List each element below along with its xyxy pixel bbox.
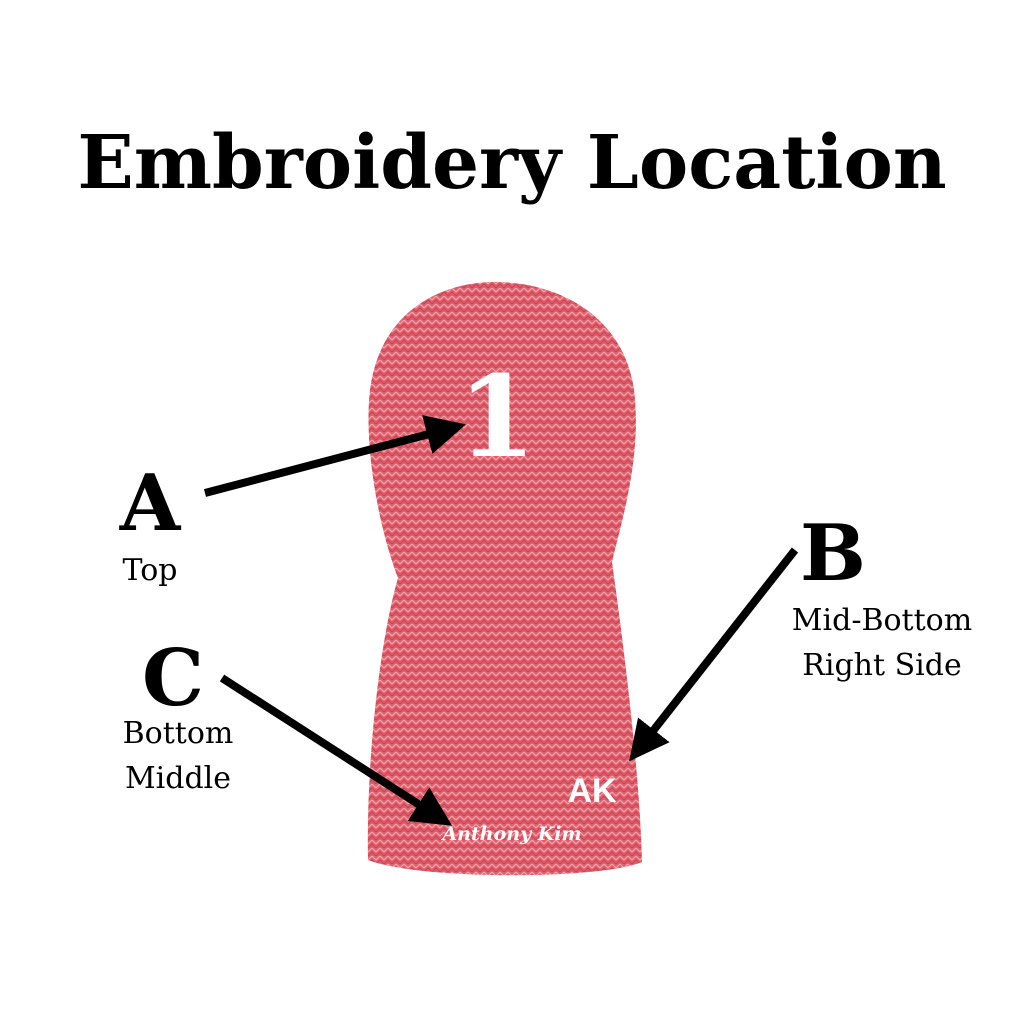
headcover: 1 AK Anthony Kim (367, 282, 642, 876)
label-a-description: Top (123, 553, 178, 588)
label-a: A Top (119, 458, 182, 588)
label-c: C Bottom Middle (123, 633, 234, 796)
label-c-description-line1: Bottom (123, 716, 234, 751)
arrow-a (203, 415, 466, 497)
arrow-c (219, 674, 453, 826)
label-b-letter: B (800, 508, 866, 599)
embroidery-initials: AK (567, 772, 617, 810)
embroidery-name: Anthony Kim (440, 823, 581, 845)
arrow-b (629, 547, 799, 762)
label-b: B Mid-Bottom Right Side (792, 508, 972, 683)
label-a-letter: A (119, 458, 182, 549)
label-b-description-line2: Right Side (802, 648, 961, 683)
page-title: Embroidery Location (77, 120, 946, 206)
label-c-letter: C (142, 633, 204, 724)
label-b-description-line1: Mid-Bottom (792, 603, 972, 638)
label-c-description-line2: Middle (125, 761, 231, 796)
embroidery-number-one: 1 (458, 352, 536, 483)
